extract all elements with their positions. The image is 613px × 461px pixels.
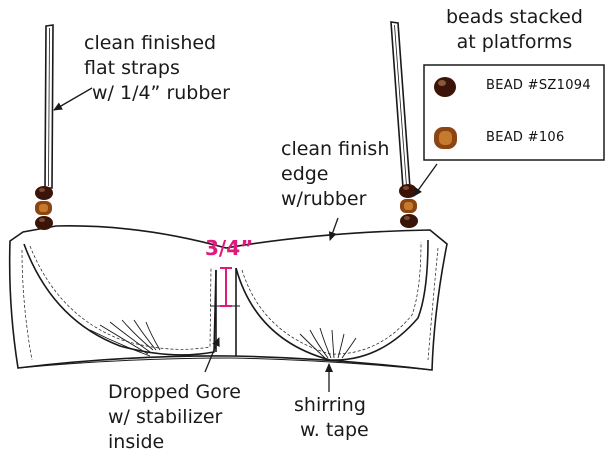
- edge-arrow: [328, 217, 339, 241]
- strap-callout: clean finished flat straps w/ 1/4” rubbe…: [84, 31, 230, 106]
- legend-title-line: at platforms: [456, 31, 573, 53]
- shirring-callout-line: w. tape: [300, 419, 369, 441]
- left-shirring: [89, 319, 161, 357]
- gore-arrow: [204, 337, 220, 373]
- strap-arrow: [53, 87, 93, 111]
- left-strap: [44, 24, 54, 189]
- shirring-callout-line: shirring: [294, 394, 366, 416]
- bra-body: [8, 225, 448, 371]
- bead-106-label: BEAD #106: [486, 130, 565, 145]
- edge-callout-line: clean finish: [281, 138, 390, 160]
- leader-arrows: [53, 87, 438, 392]
- bead-legend-box: [423, 64, 605, 161]
- edge-callout-line: edge: [281, 163, 329, 185]
- gore-dimension-marker: [220, 267, 232, 307]
- right-strap: [390, 21, 411, 189]
- shirring-callout: shirring w. tape: [294, 393, 369, 443]
- gore-callout-line: inside: [108, 431, 165, 453]
- gore-dimension-label: 3/4”: [205, 236, 254, 260]
- bead-sz1094-label: BEAD #SZ1094: [486, 78, 591, 93]
- gore-callout-line: w/ stabilizer: [108, 406, 223, 428]
- gore-callout: Dropped Gore w/ stabilizer inside: [108, 380, 241, 455]
- legend-title-line: beads stacked: [446, 6, 583, 28]
- strap-callout-line: clean finished: [84, 32, 217, 54]
- legend-title: beads stacked at platforms: [446, 5, 583, 55]
- gore-callout-line: Dropped Gore: [108, 381, 241, 403]
- dark-round-bead-icon: [434, 77, 456, 97]
- strap-callout-line: w/ 1/4” rubber: [92, 82, 230, 104]
- strap-callout-line: flat straps: [84, 57, 180, 79]
- left-bead-stack: [35, 186, 53, 230]
- edge-callout: clean finish edge w/rubber: [281, 137, 389, 212]
- right-shirring: [299, 327, 357, 359]
- amber-barrel-bead-icon: [434, 127, 457, 149]
- right-bead-stack: [399, 184, 418, 228]
- edge-callout-line: w/rubber: [281, 188, 367, 210]
- legend-arrow: [413, 163, 438, 197]
